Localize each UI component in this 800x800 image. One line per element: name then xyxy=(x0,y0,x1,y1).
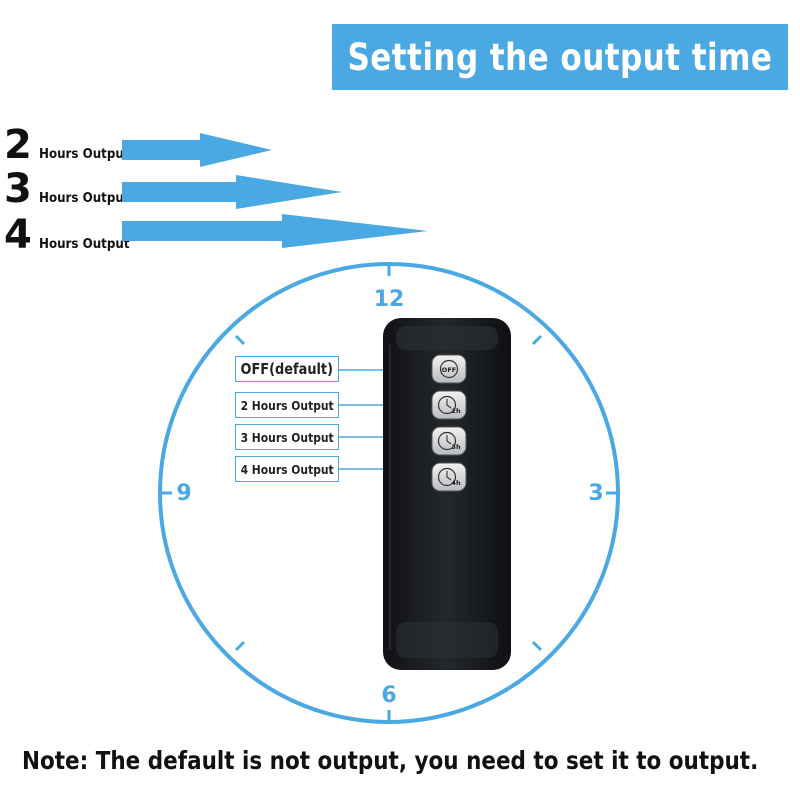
callout-3-hours: 3 Hours Output xyxy=(235,424,339,450)
arrow-3h-icon xyxy=(122,175,342,209)
arrow-row-3h-label: 3 Hours Output xyxy=(4,169,142,209)
clock-number-6: 6 xyxy=(381,683,396,708)
hours-text: Hours Output xyxy=(38,190,130,206)
remote-control xyxy=(383,318,511,670)
timer-2h-text: 2h xyxy=(451,407,461,415)
clock-number-9: 9 xyxy=(176,481,191,506)
remote-button-2h[interactable]: 2h xyxy=(431,390,467,420)
callout-off-default: OFF(default) xyxy=(235,356,339,382)
hours-text: Hours Output xyxy=(38,236,130,252)
remote-button-4h[interactable]: 4h xyxy=(431,462,467,492)
clock-icon xyxy=(437,431,457,451)
hours-number: 4 xyxy=(4,212,32,258)
callout-text: 2 Hours Output xyxy=(240,397,334,413)
hours-text: Hours Output xyxy=(38,146,130,162)
title-banner: Setting the output time xyxy=(332,24,788,90)
arrow-row-4h-label: 4 Hours Output xyxy=(4,215,142,255)
remote-button-3h[interactable]: 3h xyxy=(431,426,467,456)
arrow-4h-icon xyxy=(122,214,428,248)
arrow-2h-icon xyxy=(122,133,272,167)
callout-4-hours: 4 Hours Output xyxy=(235,456,339,482)
callout-text: 3 Hours Output xyxy=(240,429,334,445)
callout-text: 4 Hours Output xyxy=(240,461,334,477)
arrow-row-2h-label: 2 Hours Output xyxy=(4,125,142,165)
clock-icon xyxy=(437,467,457,487)
timer-3h-text: 3h xyxy=(451,443,461,451)
clock-icon xyxy=(437,395,457,415)
hours-number: 2 xyxy=(4,122,32,168)
page-title: Setting the output time xyxy=(347,35,773,79)
clock-number-12: 12 xyxy=(374,287,405,312)
off-icon: OFF xyxy=(442,366,456,374)
clock-ticks xyxy=(160,264,618,722)
callout-2-hours: 2 Hours Output xyxy=(235,392,339,418)
hours-number: 3 xyxy=(4,166,32,212)
timer-4h-text: 4h xyxy=(451,479,461,487)
callout-text: OFF(default) xyxy=(240,360,334,378)
footer-note: Note: The default is not output, you nee… xyxy=(22,746,759,775)
remote-button-off[interactable]: OFF xyxy=(431,354,467,384)
clock-number-3: 3 xyxy=(588,481,603,506)
